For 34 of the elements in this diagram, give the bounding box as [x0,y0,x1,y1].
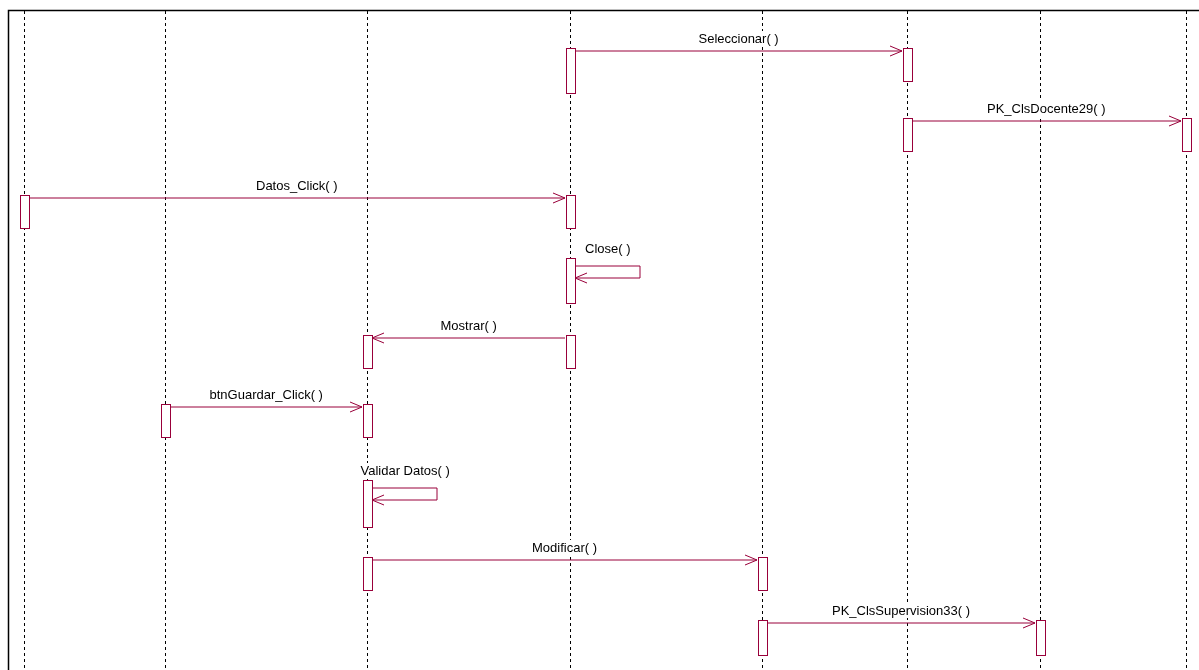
activation-bar [757,557,768,591]
message-arrow [371,554,758,566]
activation-bar [160,404,171,438]
activation-bar [565,335,576,369]
activation-bar [1035,620,1046,656]
activation-bar [757,620,768,656]
activation-bar [362,335,373,369]
message-label: Mostrar( ) [439,318,498,333]
message-arrow [911,115,1182,127]
message-arrow [766,617,1036,629]
message-label: Seleccionar( ) [697,31,780,46]
message-arrow [371,332,566,344]
message-arrow [28,192,566,204]
activation-bar [362,404,373,438]
message-label: Modificar( ) [531,540,598,555]
message-arrow [574,265,641,284]
message-label: Datos_Click( ) [255,178,339,193]
activation-bar [1181,118,1192,152]
message-label: PK_ClsSupervision33( ) [831,603,971,618]
message-label: PK_ClsDocente29( ) [986,101,1107,116]
activation-bar [19,195,30,229]
activation-bar [362,557,373,591]
message-label: btnGuardar_Click( ) [208,387,324,402]
activation-bar [362,480,373,528]
activation-bar [565,48,576,94]
activation-bar [565,258,576,304]
activation-bar [902,48,913,82]
message-arrow [371,487,438,506]
activation-bar [565,195,576,229]
message-arrow [169,401,363,413]
message-label: Close( ) [584,241,632,256]
message-arrow [574,45,903,57]
activation-bar [902,118,913,152]
message-label: Validar Datos( ) [359,463,451,478]
